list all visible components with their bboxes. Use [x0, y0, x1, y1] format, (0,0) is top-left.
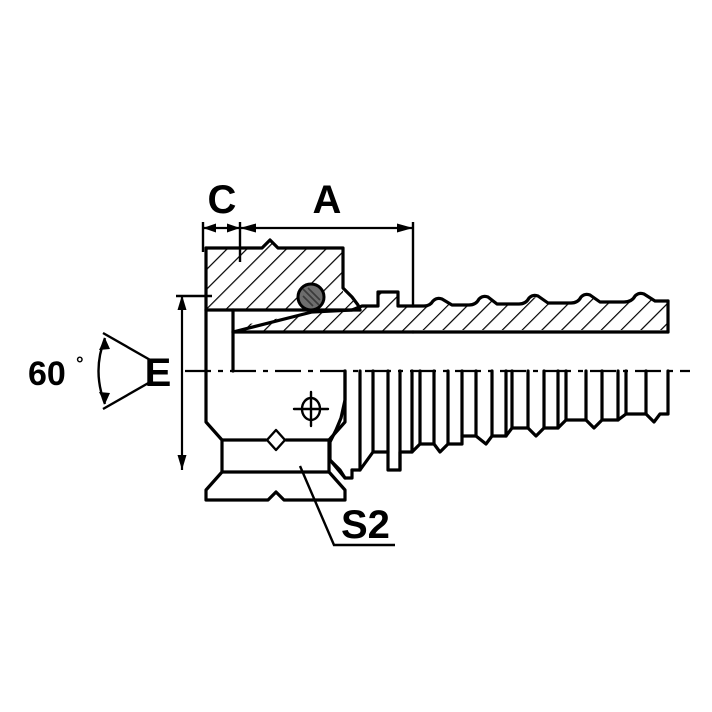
nipple-collar-outline — [328, 369, 354, 480]
angle-leg-lower — [102, 379, 153, 411]
arrowhead-a-right — [397, 223, 413, 233]
arrowhead-e-bottom — [177, 455, 187, 470]
dimension-a: A — [240, 178, 413, 233]
arrowhead-c-left — [203, 223, 216, 233]
arrowhead-angle-bottom — [99, 392, 110, 404]
nut-center-mark — [292, 390, 330, 428]
hex-diamond-mark — [265, 428, 287, 452]
nut-body-section — [204, 238, 362, 312]
callout-label-s2: S2 — [341, 503, 390, 547]
dimension-label-c: C — [208, 178, 237, 222]
angle-leg-upper — [102, 331, 153, 363]
hose-barb-section — [411, 291, 670, 334]
hex-nut-outline — [204, 369, 347, 502]
seal-ring-texture — [302, 287, 321, 307]
angle-annotation-60: 60 ° — [28, 331, 153, 411]
dimension-c: C — [203, 178, 240, 233]
leader-line-s2 — [298, 465, 395, 547]
degree-symbol-label: ° — [76, 354, 84, 375]
hose-barb-outline — [350, 369, 670, 472]
dimension-label-e: E — [145, 351, 172, 395]
angle-value-label: 60 — [28, 355, 66, 393]
arrowhead-a-left — [240, 223, 256, 233]
dimension-label-a: A — [313, 178, 342, 222]
nut-bore-shoulder — [204, 308, 235, 373]
arrowhead-c-right — [227, 223, 240, 233]
arrowhead-e-top — [177, 295, 187, 310]
arrowhead-angle-top — [99, 338, 110, 350]
callout-s2: S2 — [298, 465, 395, 547]
